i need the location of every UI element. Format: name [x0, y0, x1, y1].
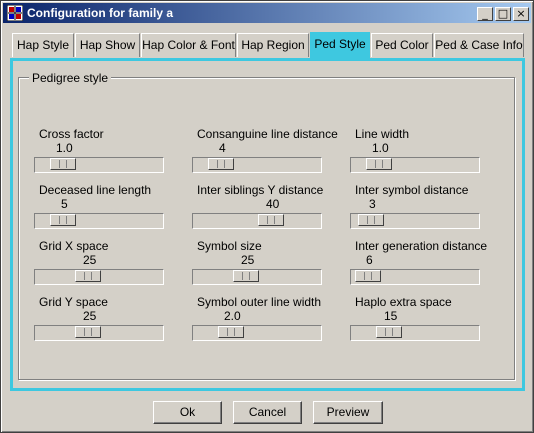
symbol-size-value: 25 [241, 253, 255, 267]
consanguine-line-distance-label: Consanguine line distance [197, 127, 338, 141]
haplo-extra-space-value: 15 [384, 309, 398, 323]
symbol-size-label: Symbol size [197, 239, 262, 253]
inter-siblings-y-distance-label: Inter siblings Y distance [197, 183, 324, 197]
inter-symbol-distance-slider-thumb[interactable] [358, 214, 384, 226]
line-width-slider-thumb[interactable] [366, 158, 392, 170]
inter-siblings-y-distance-value: 40 [266, 197, 280, 211]
tab-ped-color[interactable]: Ped Color [371, 33, 433, 57]
deceased-line-length-label: Deceased line length [39, 183, 152, 197]
grid-x-space-label: Grid X space [39, 239, 109, 253]
tab-ped-style[interactable]: Ped Style [310, 32, 370, 59]
symbol-outer-line-width-value: 2.0 [224, 309, 241, 323]
deceased-line-length-slider[interactable] [34, 213, 164, 229]
grid-y-space-label: Grid Y space [39, 295, 108, 309]
symbol-size-slider[interactable] [192, 269, 322, 285]
symbol-outer-line-width-label: Symbol outer line width [197, 295, 322, 309]
inter-siblings-y-distance-slider[interactable] [192, 213, 322, 229]
tab-hap-color-font[interactable]: Hap Color & Font [141, 33, 236, 57]
inter-generation-distance-slider-thumb[interactable] [355, 270, 381, 282]
deceased-line-length-slider-thumb[interactable] [50, 214, 76, 226]
inter-siblings-y-distance-slider-thumb[interactable] [258, 214, 284, 226]
grid-x-space-slider[interactable] [34, 269, 164, 285]
tab-hap-region[interactable]: Hap Region [237, 33, 309, 57]
grid-x-space-slider-thumb[interactable] [75, 270, 101, 282]
haplo-extra-space-label: Haplo extra space [355, 295, 452, 309]
minimize-button[interactable]: _ [477, 7, 493, 21]
tab-hap-style[interactable]: Hap Style [12, 33, 74, 57]
cross-factor-slider[interactable] [34, 157, 164, 173]
haplo-extra-space-slider-thumb[interactable] [376, 326, 402, 338]
inter-symbol-distance-value: 3 [369, 197, 376, 211]
cross-factor-label: Cross factor [39, 127, 104, 141]
preview-button[interactable]: Preview [313, 401, 383, 424]
line-width-value: 1.0 [372, 141, 389, 155]
haplo-extra-space-slider[interactable] [350, 325, 480, 341]
close-button[interactable]: × [513, 7, 529, 21]
maximize-button[interactable]: □ [495, 7, 511, 21]
symbol-outer-line-width-slider-thumb[interactable] [218, 326, 244, 338]
tab-hap-show[interactable]: Hap Show [75, 33, 140, 57]
grid-y-space-slider[interactable] [34, 325, 164, 341]
window-title: Configuration for family a [27, 6, 174, 20]
cancel-button[interactable]: Cancel [233, 401, 302, 424]
app-icon [7, 5, 23, 21]
deceased-line-length-value: 5 [61, 197, 68, 211]
grid-x-space-value: 25 [83, 253, 97, 267]
ok-button[interactable]: Ok [153, 401, 222, 424]
consanguine-line-distance-value: 4 [219, 141, 226, 155]
line-width-slider[interactable] [350, 157, 480, 173]
inter-generation-distance-slider[interactable] [350, 269, 480, 285]
grid-y-space-slider-thumb[interactable] [75, 326, 101, 338]
cross-factor-slider-thumb[interactable] [50, 158, 76, 170]
group-title: Pedigree style [29, 71, 112, 85]
inter-symbol-distance-slider[interactable] [350, 213, 480, 229]
line-width-label: Line width [355, 127, 410, 141]
consanguine-line-distance-slider[interactable] [192, 157, 322, 173]
symbol-size-slider-thumb[interactable] [233, 270, 259, 282]
tab-ped-case-info[interactable]: Ped & Case Info [434, 33, 524, 57]
title-bar[interactable]: Configuration for family a _ □ × [3, 3, 531, 23]
consanguine-line-distance-slider-thumb[interactable] [208, 158, 234, 170]
inter-generation-distance-label: Inter generation distance [355, 239, 488, 253]
inter-generation-distance-value: 6 [366, 253, 373, 267]
symbol-outer-line-width-slider[interactable] [192, 325, 322, 341]
inter-symbol-distance-label: Inter symbol distance [355, 183, 469, 197]
grid-y-space-value: 25 [83, 309, 97, 323]
cross-factor-value: 1.0 [56, 141, 73, 155]
pedigree-style-group [18, 77, 515, 380]
